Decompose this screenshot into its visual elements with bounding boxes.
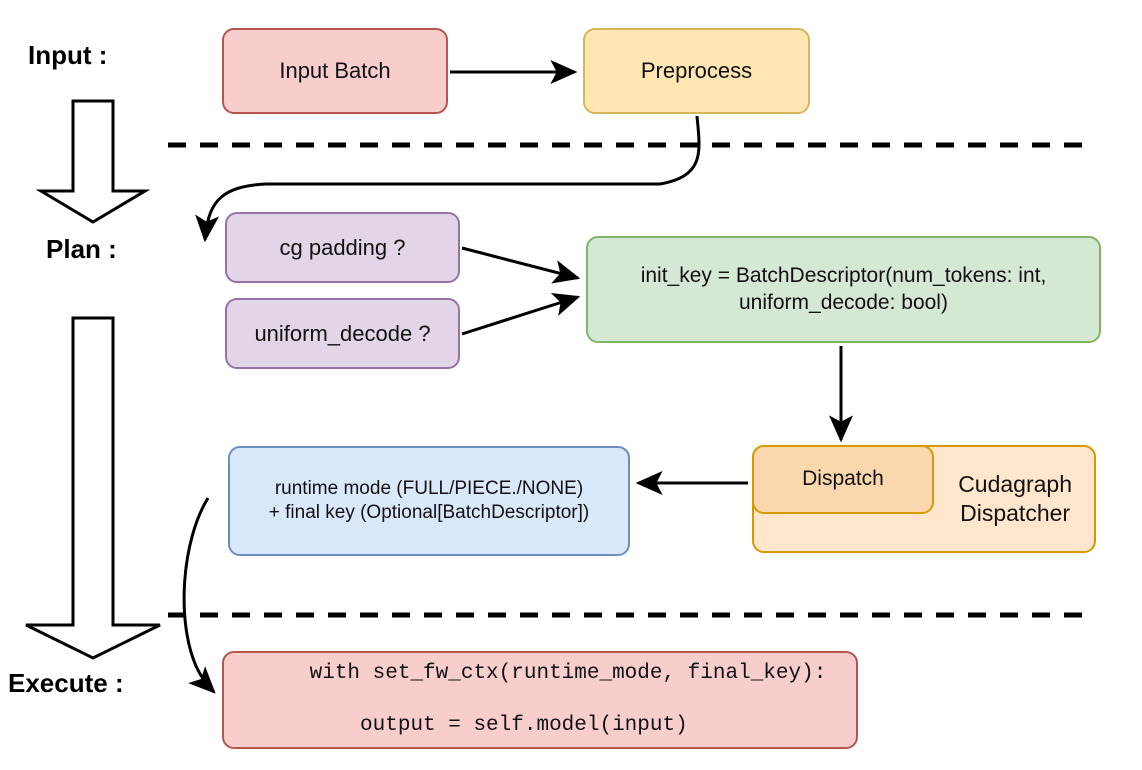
node-cudagraph-dispatcher-line2: Dispatcher [960,500,1071,526]
node-init-key-line2: uniform_decode: bool) [739,290,948,314]
node-preprocess[interactable]: Preprocess [583,28,810,114]
edge-uniform-decode-to-init-key [461,293,581,336]
node-preprocess-label: Preprocess [640,58,753,84]
node-cg-padding-label: cg padding ? [279,234,406,260]
node-runtime-mode-line1: runtime mode (FULL/PIECE./NONE) [274,478,584,500]
edge-runtime-mode-to-execute-code [182,497,216,694]
stage-label-plan: Plan : [46,234,117,264]
node-cg-padding[interactable]: cg padding ? [225,212,460,283]
stage-label-input: Input : [28,40,108,70]
node-execute-code-line2: output = self.model(input) [309,714,688,738]
node-dispatch-label: Dispatch [802,467,884,491]
node-execute-code-line1: with set_fw_ctx(runtime_mode, final_key)… [309,661,827,685]
node-init-key-line1: init_key = BatchDescriptor(num_tokens: i… [640,264,1047,288]
plan-to-execute-arrow [25,316,161,660]
node-uniform-decode[interactable]: uniform_decode ? [225,298,460,369]
node-init-key[interactable]: init_key = BatchDescriptor(num_tokens: i… [586,236,1101,343]
node-uniform-decode-label: uniform_decode ? [254,320,431,346]
node-execute-code[interactable]: with set_fw_ctx(runtime_mode, final_key)… [222,651,858,749]
node-input-batch-label: Input Batch [279,58,391,84]
node-dispatch[interactable]: Dispatch [752,445,934,514]
node-input-batch[interactable]: Input Batch [222,28,448,114]
stage-label-execute: Execute : [8,668,124,698]
input-to-plan-arrow [35,99,151,224]
edge-cg-padding-to-init-key [461,246,581,284]
node-cudagraph-dispatcher-line1: Cudagraph [958,471,1072,498]
node-runtime-mode[interactable]: runtime mode (FULL/PIECE./NONE) + final … [228,446,630,556]
node-runtime-mode-line2: + final key (Optional[BatchDescriptor]) [268,502,590,523]
